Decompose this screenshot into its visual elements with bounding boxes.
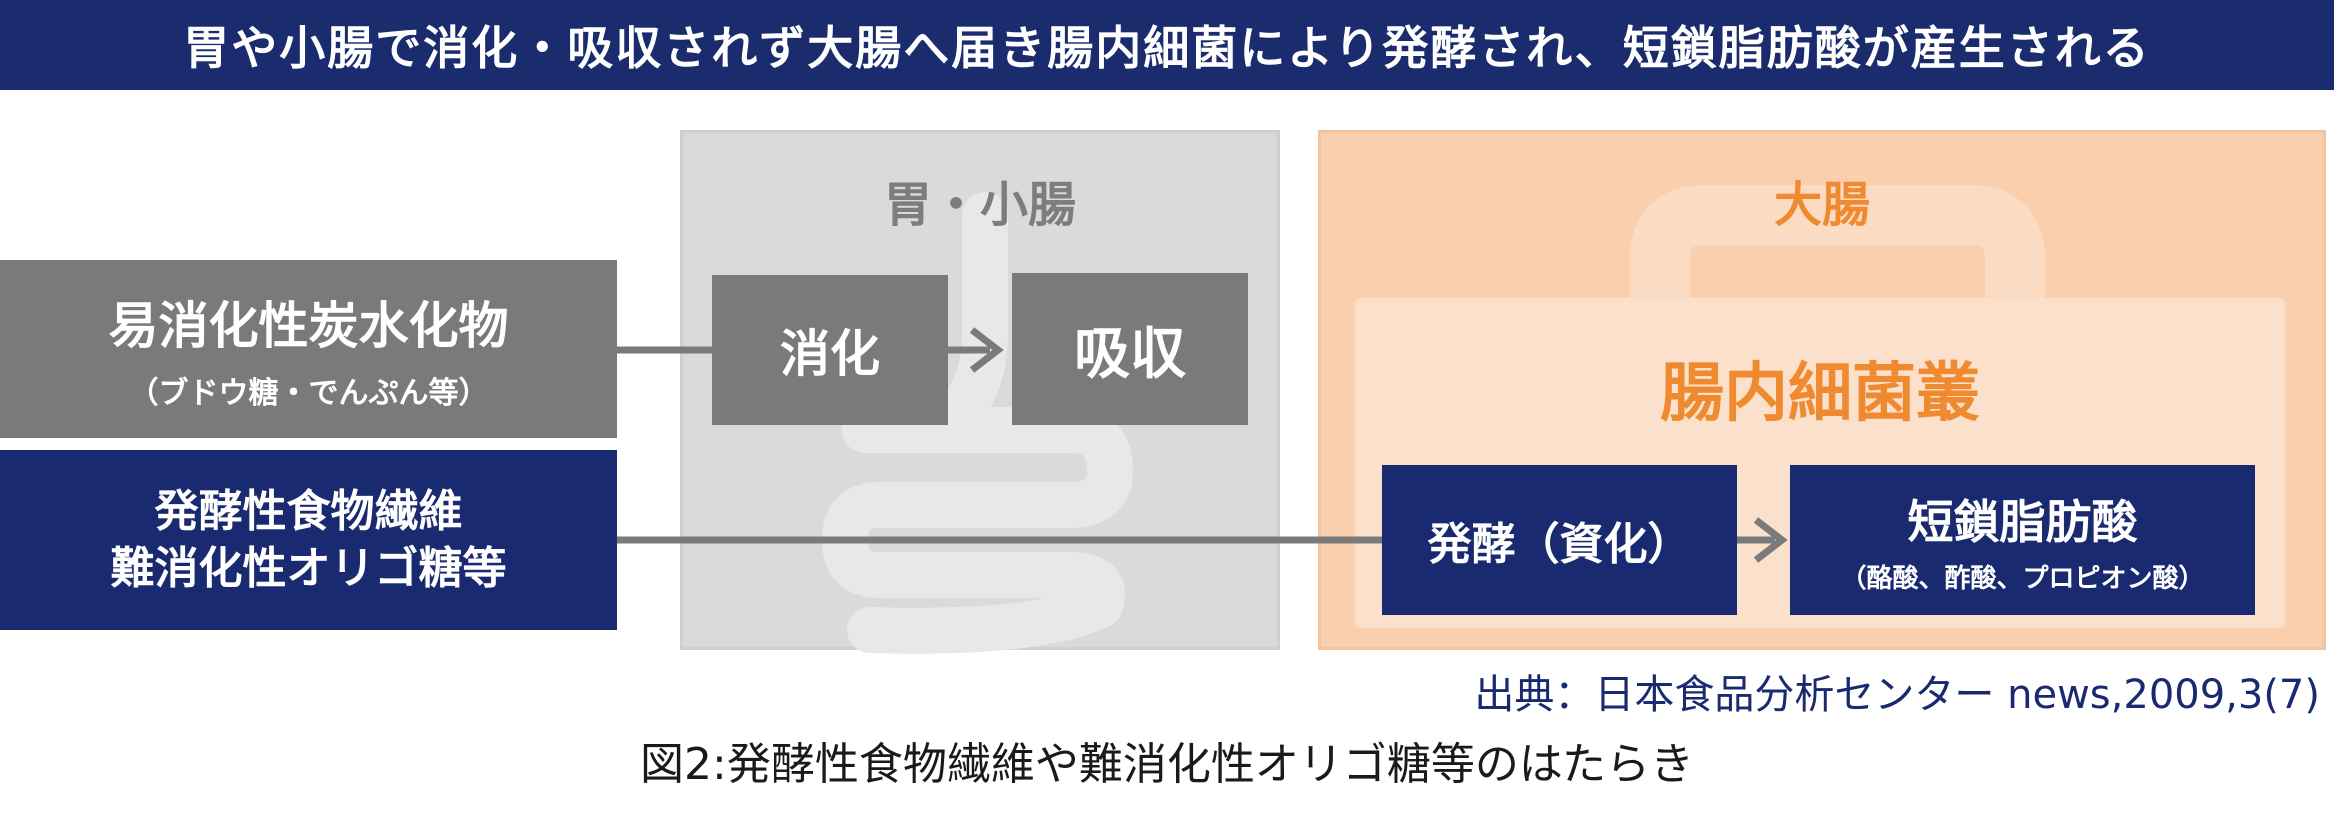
large-intestine-icon [1630, 185, 2045, 590]
header-banner: 胃や小腸で消化・吸収されず大腸へ届き腸内細菌により発酵され、短鎖脂肪酸が産生され… [0, 0, 2334, 90]
absorption-label: 吸収 [1074, 321, 1186, 387]
fermentation-box: 発酵（資化） [1382, 465, 1737, 615]
digestion-box: 消化 [712, 275, 948, 425]
arrow-digest-to-absorb-icon [969, 327, 1004, 373]
short-chain-fatty-acid-label: 短鎖脂肪酸 [1907, 494, 2138, 549]
banner-text: 胃や小腸で消化・吸収されず大腸へ届き腸内細菌により発酵され、短鎖脂肪酸が産生され… [183, 21, 2151, 75]
large-intestine-label: 大腸 [1773, 177, 1870, 233]
figure-caption: 図2:発酵性食物繊維や難消化性オリゴ糖等のはたらき [0, 730, 2334, 800]
large-intestine-title: 大腸 [1318, 165, 2326, 235]
fermentation-label: 発酵（資化） [1427, 519, 1692, 570]
fermentable-fiber-box: 発酵性食物繊維 難消化性オリゴ糖等 [0, 450, 617, 630]
gut-bacteria-title: 腸内細菌叢 [1355, 345, 2285, 431]
source-citation: 出典：日本食品分析センター news,2009,3(7) [1320, 665, 2320, 725]
source-citation-text: 出典：日本食品分析センター news,2009,3(7) [1474, 672, 2320, 718]
indigestible-oligosaccharide-label: 難消化性オリゴ糖等 [110, 543, 507, 594]
short-chain-fatty-acid-examples: （酪酸、酢酸、プロピオン酸） [1840, 563, 2205, 594]
figure-caption-text: 図2:発酵性食物繊維や難消化性オリゴ糖等のはたらき [640, 739, 1694, 790]
easy-digestible-carb-box: 易消化性炭水化物 （ブドウ糖・でんぷん等） [0, 260, 617, 438]
stomach-small-intestine-label: 胃・小腸 [883, 177, 1076, 233]
arrow-ferment-to-scfa-icon [1753, 517, 1788, 563]
easy-digestible-carb-examples: （ブドウ糖・でんぷん等） [128, 376, 489, 411]
easy-digestible-carb-label: 易消化性炭水化物 [108, 297, 509, 355]
short-chain-fatty-acid-box: 短鎖脂肪酸 （酪酸、酢酸、プロピオン酸） [1790, 465, 2255, 615]
digestion-label: 消化 [780, 325, 880, 383]
absorption-box: 吸収 [1012, 273, 1248, 425]
fermentable-fiber-label: 発酵性食物繊維 [154, 485, 463, 537]
gut-bacteria-label: 腸内細菌叢 [1660, 356, 1980, 431]
stomach-small-intestine-title: 胃・小腸 [680, 165, 1280, 235]
